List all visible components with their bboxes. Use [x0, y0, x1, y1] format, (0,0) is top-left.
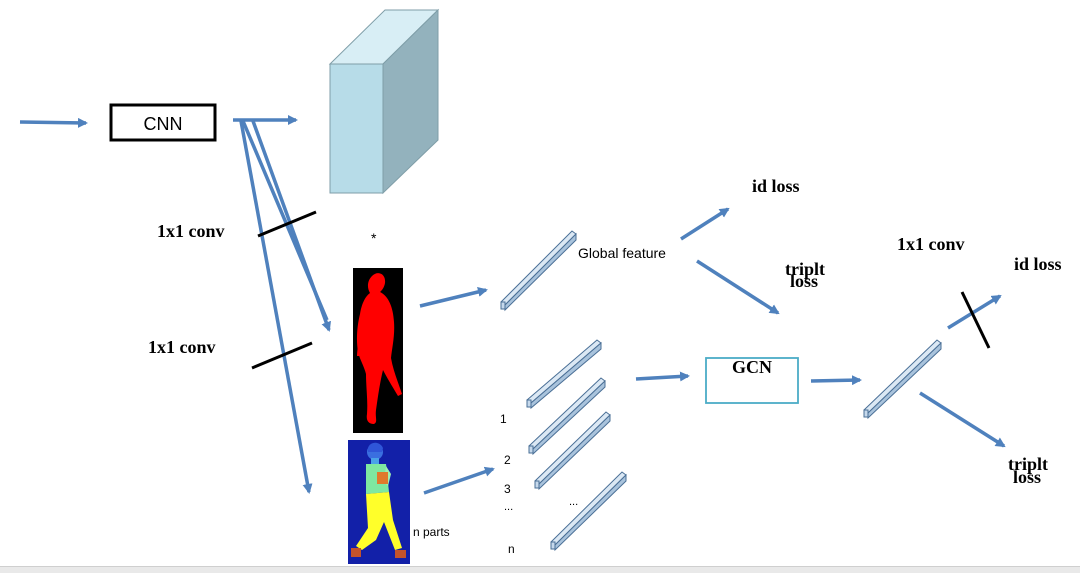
output-to-triplet-arrow: [919, 391, 1006, 448]
cnn-to-parsing-arrow: [239, 120, 313, 494]
conv-tick-1: [257, 210, 317, 238]
part-index-1: 1: [500, 412, 507, 426]
part-index-n: n: [508, 542, 515, 556]
bottom-strip: [0, 566, 1080, 573]
global-to-gcn-arrow: [696, 259, 780, 315]
n-parts-label: n parts: [413, 525, 450, 539]
triplet-loss-label-2-bottom: loss: [1013, 467, 1041, 487]
part-feature-bar-1: [526, 339, 602, 410]
global-feature-label: Global feature: [578, 245, 666, 261]
parts-to-gcn-arrow: [635, 371, 690, 382]
part-index-2: 2: [504, 453, 511, 467]
conv-tick-3: [960, 291, 991, 349]
triplet-loss-label-1-bottom: loss: [790, 271, 818, 291]
output-to-id-loss-arrow: [947, 294, 1002, 330]
part-feature-bar-3: [534, 411, 611, 491]
part-index-3: 3: [504, 482, 511, 496]
feature-map-cube: [328, 8, 440, 195]
cnn-box: [109, 103, 217, 142]
silhouette-to-global-arrow: [419, 287, 488, 308]
id-loss-label-2: id loss: [1014, 254, 1062, 274]
human-parsing-image: [348, 440, 410, 564]
triplet-loss-label-2-top: triplt: [1008, 454, 1048, 474]
global-feature-bar: [500, 230, 577, 312]
cnn-label: CNN: [144, 114, 183, 134]
parsing-to-parts-arrow: [423, 466, 495, 495]
id-loss-label-1: id loss: [752, 176, 800, 196]
part-feature-bar-2: [528, 377, 606, 456]
part-feature-bar-n: [550, 471, 627, 552]
part-ellipsis-left: ...: [504, 501, 513, 513]
output-feature-bar: [863, 339, 942, 420]
asterisk-label: *: [371, 230, 377, 246]
global-to-id-loss-arrow: [680, 207, 730, 241]
conv-label-3: 1x1 conv: [897, 234, 965, 254]
part-ellipsis-mid: ...: [569, 496, 578, 508]
cnn-branch-line: [241, 120, 329, 321]
gcn-box: [705, 357, 799, 404]
conv-tick-2: [251, 341, 313, 370]
gcn-to-output-arrow: [810, 375, 862, 386]
conv-label-2: 1x1 conv: [148, 337, 216, 357]
conv-label-1: 1x1 conv: [157, 221, 225, 241]
gcn-label: GCN: [732, 357, 772, 377]
input-arrow: [19, 117, 88, 128]
triplet-loss-label-1-top: triplt: [785, 259, 825, 279]
silhouette-mask-image: [353, 268, 403, 433]
